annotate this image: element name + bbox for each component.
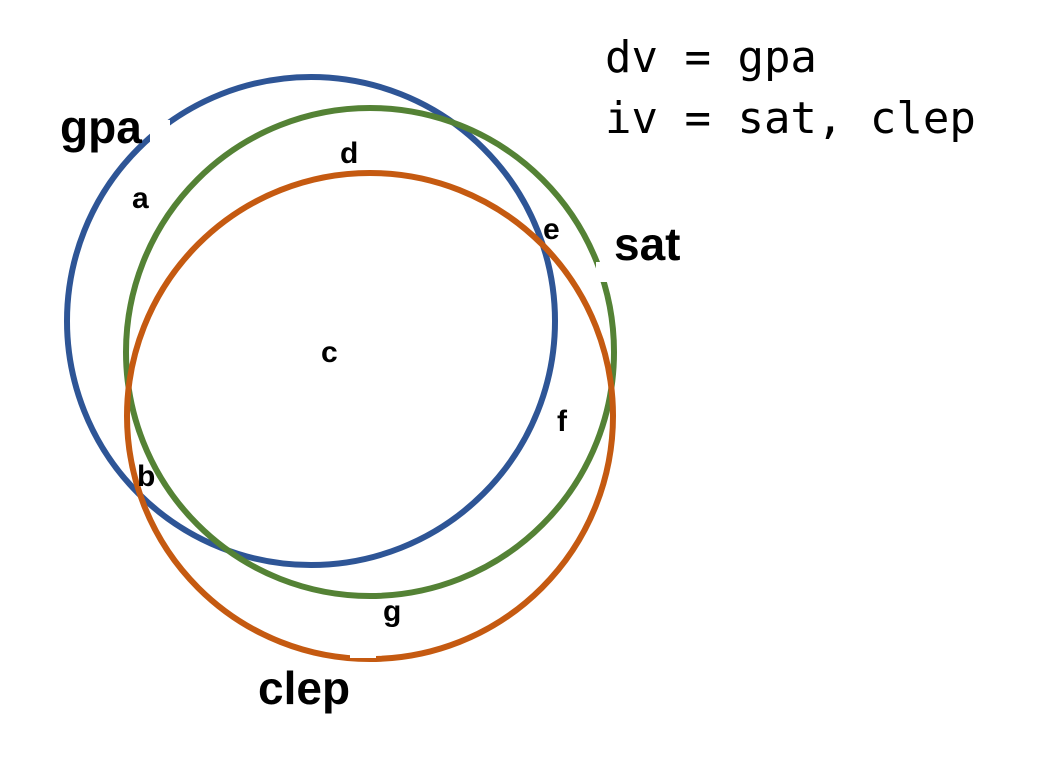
clep-set-label: clep (258, 662, 350, 714)
sat-set-label: sat (614, 218, 680, 270)
clep-label-gap (350, 640, 376, 658)
region-g-label: g (383, 595, 401, 628)
region-e-label: e (543, 213, 560, 246)
sat-circle (123, 105, 617, 599)
gpa-circle (64, 74, 558, 568)
region-d-label: d (340, 137, 358, 170)
clep-circle (124, 170, 616, 662)
region-b-label: b (137, 460, 155, 493)
region-c-label: c (321, 336, 338, 369)
sat-label-gap (596, 262, 612, 282)
iv-formula: iv = sat, clep (605, 93, 976, 144)
gpa-set-label: gpa (60, 101, 142, 153)
region-f-label: f (557, 405, 568, 438)
region-a-label: a (132, 182, 149, 215)
dv-formula: dv = gpa (605, 32, 817, 83)
gpa-label-gap (150, 120, 170, 154)
